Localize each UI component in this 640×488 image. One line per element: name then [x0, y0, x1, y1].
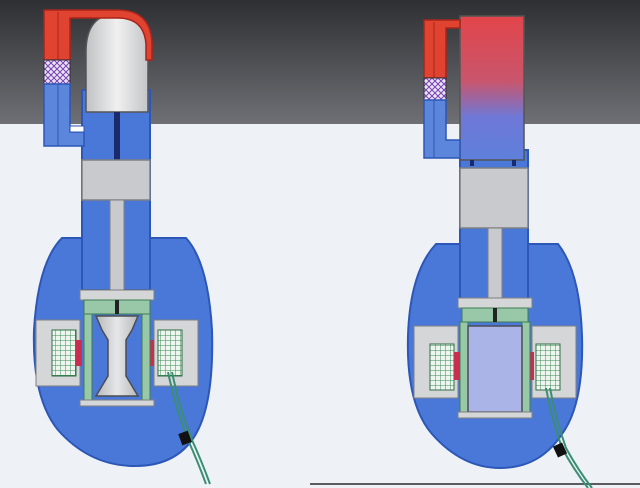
right-power-piston	[459, 167, 529, 229]
right-displacer-tick-right	[512, 160, 516, 166]
left-regenerator	[43, 59, 71, 85]
right-engine	[406, 15, 593, 488]
left-cable-2	[171, 371, 211, 485]
right-plunger	[467, 325, 523, 413]
right-alt-bottom-plate	[457, 411, 533, 419]
left-alt-center-tick	[115, 300, 119, 314]
left-coil-right	[157, 329, 183, 377]
right-alt-wall-right	[521, 321, 531, 413]
left-coil-left	[51, 329, 77, 377]
left-alt-top-plate	[79, 289, 155, 301]
right-coil-right	[535, 343, 561, 391]
right-alt-top-plate	[457, 297, 533, 309]
right-connecting-rod	[487, 227, 503, 301]
right-magnet-right	[528, 352, 534, 380]
left-cold-pipe-gap	[69, 125, 85, 133]
left-magnet-left	[76, 340, 82, 366]
left-alt-wall-left	[83, 313, 93, 401]
left-alt-bottom-plate	[79, 399, 155, 407]
left-dome-displacer	[85, 13, 149, 113]
right-displacer-tick-left	[470, 160, 474, 166]
right-block-displacer	[459, 15, 525, 161]
right-alt-center-tick	[493, 308, 497, 322]
right-regenerator	[423, 77, 447, 101]
left-displacer-rod	[114, 112, 120, 160]
left-magnet-right	[148, 340, 154, 366]
right-coil-left	[429, 343, 455, 391]
left-power-piston	[81, 159, 151, 201]
left-engine	[32, 9, 214, 485]
left-spool-plunger	[94, 315, 140, 397]
right-cold-pipe	[423, 99, 461, 159]
left-connecting-rod	[109, 199, 125, 293]
right-alt-wall-left	[459, 321, 469, 413]
left-cable-grommet	[178, 430, 192, 446]
left-hot-tube	[43, 9, 153, 61]
left-alt-wall-right	[141, 313, 151, 401]
right-cable-grommet	[552, 442, 568, 458]
right-magnet-left	[454, 352, 460, 380]
right-cable-2	[549, 387, 593, 488]
